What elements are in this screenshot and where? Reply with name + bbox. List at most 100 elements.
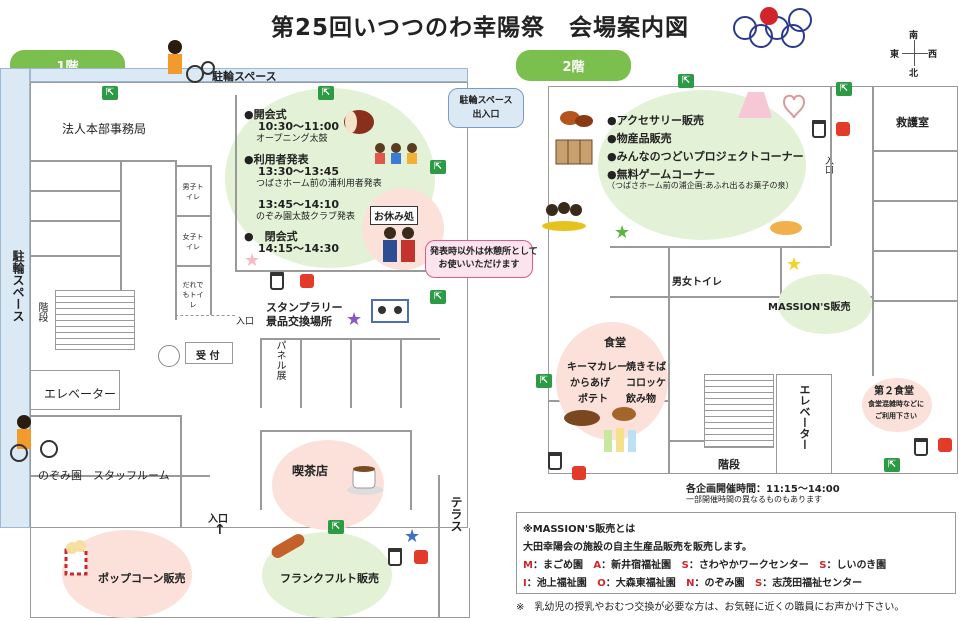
trash-can-icon	[388, 548, 402, 566]
elevator-floor2	[776, 374, 832, 474]
panel-exhibit-label: パネル展	[274, 340, 285, 380]
staff-pair-icon	[383, 227, 415, 262]
menu-item-1: 焼きそば	[626, 362, 666, 373]
exit-icon: ⇱	[430, 160, 446, 174]
fire-extinguisher-icon	[938, 438, 952, 452]
floor2-entrance-label: 入口	[823, 156, 833, 174]
menu-item-5: 飲み物	[626, 394, 656, 405]
program-1-sub: つばさホーム前の浦利用者発表	[256, 179, 382, 189]
bicycle-parking-top-icon	[168, 40, 215, 83]
page-title: 第25回いつつのわ幸陽祭 会場案内図	[270, 15, 689, 41]
legend-value: 新井宿福祉園	[611, 560, 672, 571]
exit-icon: ⇱	[836, 82, 852, 96]
sausage-icon	[271, 534, 305, 558]
legend-key: I	[523, 578, 527, 589]
program-0-time: 10:30～11:00	[258, 120, 340, 133]
booth-icon	[371, 299, 409, 323]
bike-space-top	[30, 68, 468, 82]
menu-item-2: からあげ	[570, 378, 610, 389]
event-hours-note: 一部開催時間の異なるものもあります	[686, 495, 822, 504]
legend-value: さわやかワークセンター	[698, 560, 809, 571]
food-drinks-icon	[564, 407, 636, 452]
compass-e: 西	[928, 50, 938, 60]
star-green-icon: ★	[614, 222, 631, 243]
star-blue-icon: ★	[404, 526, 421, 547]
rest-sign: お休み処	[370, 206, 418, 225]
staff-room-label: のぞみ園 スタッフルーム	[38, 469, 170, 482]
accessory-icon	[560, 111, 593, 127]
trash-can-icon	[270, 272, 284, 290]
fire-extinguisher-icon	[300, 274, 314, 288]
frankfurt-label: フランクフルト販売	[280, 572, 379, 585]
bike-entrance-callout: 駐輪スペース 出入口	[448, 88, 524, 128]
reception-desk	[185, 342, 233, 364]
cafe-label: 喫茶店	[292, 464, 329, 478]
popcorn-label: ポップコーン販売	[98, 572, 186, 585]
menu-item-3: コロッケ	[626, 378, 666, 389]
fire-extinguisher-icon	[572, 466, 586, 480]
compass-n: 南	[909, 31, 919, 41]
program-0-head: ●開会式	[244, 108, 287, 121]
rest-note-callout: 発表時以外は休憩所として お使いいただけます	[425, 240, 538, 278]
stairs-floor1	[55, 290, 135, 350]
first-aid-label: 救護室	[896, 116, 929, 129]
sales-bubble	[598, 90, 806, 240]
exit-icon: ⇱	[536, 374, 552, 388]
entrance-arrow-icon: ↑	[214, 522, 226, 538]
exit-icon: ⇱	[678, 74, 694, 88]
legend-value: まごめ園	[542, 560, 583, 571]
legend-value: 志茂田福祉センター	[772, 578, 863, 589]
program-3-time: 14:15～14:30	[258, 242, 340, 255]
sales-item-3: ●無料ゲームコーナー	[607, 168, 716, 181]
game-note: （つばさホーム前の浦企画:あふれ出るお菓子の泉）	[607, 181, 794, 190]
program-1-time: 13:30～13:45	[258, 165, 340, 178]
event-hours: 各企画開催時間：11:15～14:00	[686, 484, 840, 495]
bicycle-parking-left-icon	[10, 415, 58, 462]
program-1-head: ●利用者発表	[244, 153, 309, 166]
trash-can-icon	[548, 452, 562, 470]
bike-space-top-label: 駐輪スペース	[212, 70, 277, 83]
legend-key: A	[593, 560, 602, 571]
stamp-rally-label: スタンプラリー 景品交換場所	[266, 301, 343, 328]
fire-extinguisher-icon	[414, 550, 428, 564]
toilet-male-label: 男子トイレ	[182, 183, 204, 201]
legend-key: S	[754, 578, 763, 589]
menu-item-4: ポテト	[578, 394, 608, 405]
star-purple-icon: ★	[346, 309, 363, 330]
legend-value: 大森東福祉園	[615, 578, 676, 589]
legend-key: M	[523, 560, 533, 571]
logo-rings-icon	[733, 7, 812, 48]
performers-icon	[375, 143, 417, 164]
floor2-tab: 2階	[516, 50, 631, 81]
sales-item-2: ●みんなのつどいプロジェクトコーナー	[607, 150, 804, 163]
mission-bubble	[778, 274, 872, 334]
fire-extinguisher-icon	[836, 122, 850, 136]
terrace-label: テラス	[449, 496, 463, 532]
footer-note: ※ 乳幼児の授乳やおむつ交換が必要な方は、お気軽に近くの職員にお声かけ下さい。	[516, 602, 905, 613]
elevator-floor1	[30, 370, 120, 410]
legend-value: しいのき園	[836, 560, 887, 571]
second-cafeteria-note: 食堂混雑時などに ご利用下さい	[868, 400, 924, 420]
exit-icon: ⇱	[430, 290, 446, 304]
product-box-icon	[555, 139, 593, 165]
bike-space-left	[0, 68, 30, 528]
exit-icon: ⇱	[102, 86, 118, 100]
exit-icon: ⇱	[328, 520, 344, 534]
program-3-head: ● 閉会式	[244, 230, 298, 243]
taiko-drum-icon	[344, 110, 374, 134]
stairs-floor2-label: 階段	[718, 458, 740, 471]
legend-key: S	[819, 560, 827, 571]
compass: 南 北 東 西	[890, 28, 940, 80]
bike-space-left-label: 駐輪スペース	[11, 250, 25, 322]
snack-icon	[770, 221, 802, 235]
legend-key: O	[597, 578, 606, 589]
second-cafeteria-label: 第２食堂	[874, 386, 914, 397]
exit-icon: ⇱	[318, 86, 334, 100]
cafeteria-label: 食堂	[604, 336, 626, 349]
popcorn-icon	[64, 540, 88, 576]
stairs-floor2	[704, 374, 774, 448]
mission-legend: ※MASSION'S販売とは 大田幸陽会の施設の自主生産品販売を販売します。 M…	[516, 512, 956, 594]
legend-key: N	[686, 578, 695, 589]
stairs-floor1-label: 階段	[36, 302, 47, 322]
hq-office-label: 法人本部事務局	[62, 122, 147, 136]
